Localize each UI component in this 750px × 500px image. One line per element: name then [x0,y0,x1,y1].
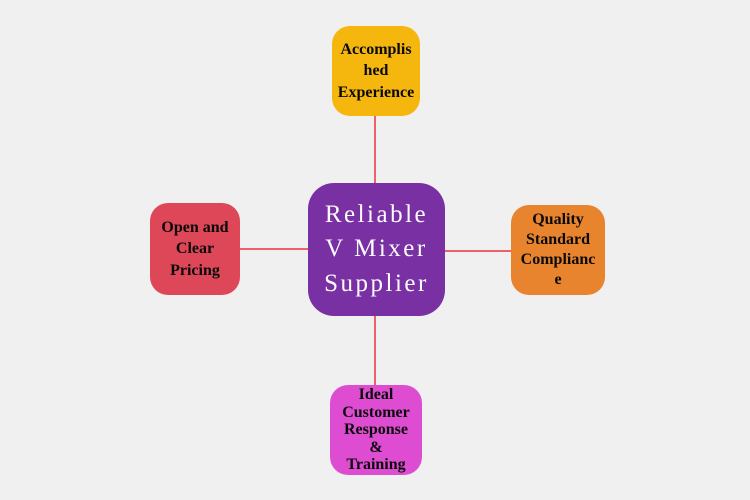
node-ideal-customer-response-training: Ideal Customer Response & Training [330,385,422,475]
node-label: Quality Standard Complianc e [520,211,596,288]
node-accomplished-experience: Accomplis hed Experience [332,26,420,116]
node-label: Accomplis hed Experience [337,40,415,101]
node-open-and-clear-pricing: Open and Clear Pricing [150,203,240,295]
connector-center-to-bottom [374,316,376,385]
connector-center-to-right [445,250,511,252]
connector-center-to-left [240,248,308,250]
center-node-label: Reliable V Mixer Supplier [324,200,429,297]
node-label: Ideal Customer Response & Training [342,386,410,474]
connector-center-to-top [374,116,376,183]
center-node-reliable-v-mixer-supplier: Reliable V Mixer Supplier [308,183,445,316]
node-label: Open and Clear Pricing [161,218,229,279]
node-quality-standard-compliance: Quality Standard Complianc e [511,205,605,295]
